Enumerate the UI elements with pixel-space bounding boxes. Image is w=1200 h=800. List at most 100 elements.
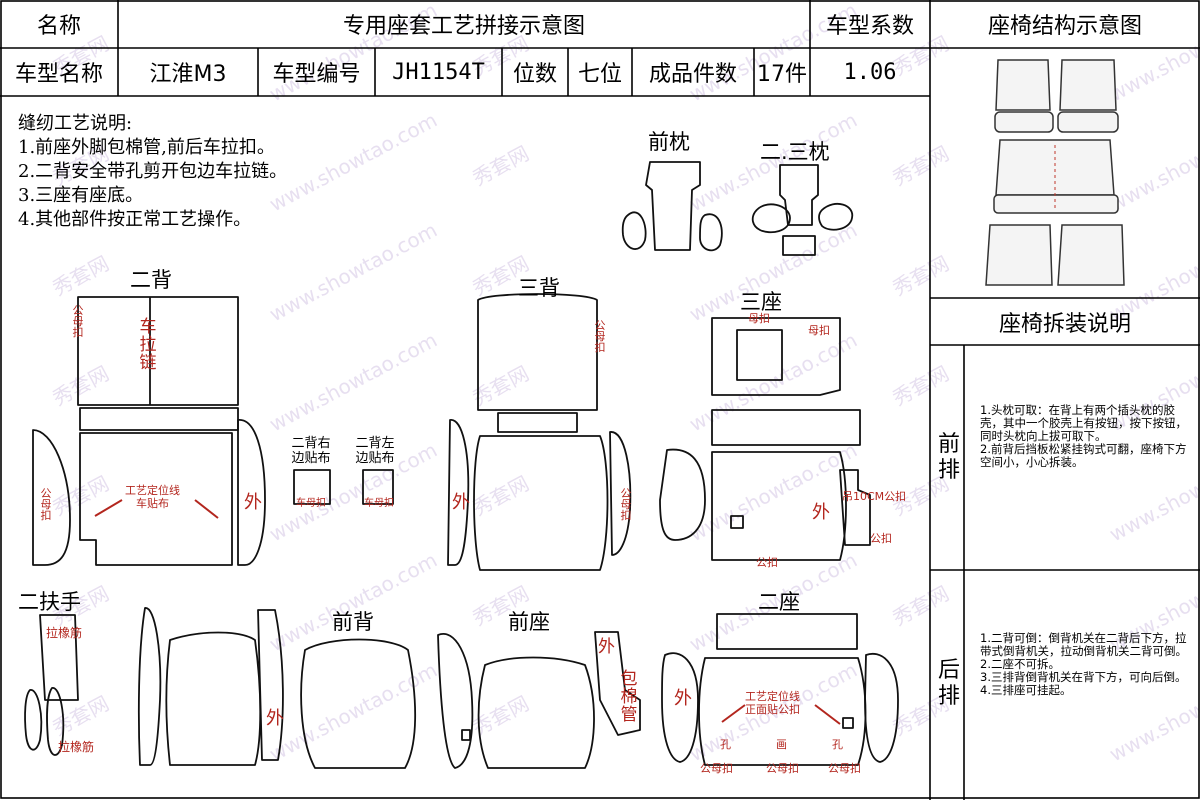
back3-main [473, 435, 609, 571]
back3-side-left [447, 419, 470, 566]
hole-mark: 孔 [832, 738, 843, 751]
right-patch-label: 二背右边贴布 [291, 436, 331, 466]
sewing-notes: 缝纫工艺说明: 1.前座外脚包棉管,前后车拉扣。 2.二背安全带孔剪开包边车拉链… [18, 112, 287, 232]
seats-label: 位数 [512, 62, 557, 87]
name-label: 名称 [36, 14, 81, 39]
patch-snap-mark: 车母扣 [364, 498, 394, 509]
front-back-side-left [137, 607, 162, 766]
snap-mark: 公母扣 [594, 319, 606, 354]
rear-row-label: 后排 [937, 658, 960, 709]
model-name-label: 车型名称 [14, 62, 103, 87]
notes-item: 1.前座外脚包棉管,前后车拉扣。 [18, 137, 275, 158]
back2-main [79, 432, 233, 566]
front-pillow-label: 前枕 [648, 130, 690, 154]
pieces-value: 17件 [757, 62, 807, 87]
back3-side-right [609, 431, 632, 556]
front-back-inner [165, 631, 262, 766]
seat2-side-right [864, 653, 899, 763]
female-snap-mark: 母扣 [748, 312, 770, 325]
male-snap-mark: 公扣 [870, 532, 892, 545]
seat3-side-left [659, 448, 706, 541]
pieces-label: 成品件数 [648, 62, 737, 87]
front-seat-label: 前座 [508, 610, 550, 634]
outer-mark: 外 [266, 708, 284, 729]
front-row-label: 前排 [937, 432, 960, 483]
process-line-note: 工艺定位线车贴布 [125, 484, 180, 510]
elastic-mark: 拉橡筋 [58, 740, 95, 754]
back3-label: 三背 [518, 276, 560, 300]
front-row-instructions: 1.头枕可取：在背上有两个插头枕的胶壳，其中一个胶壳上有按钮，按下按钮，同时头枕… [980, 403, 1187, 469]
seat3-label: 三座 [740, 290, 782, 314]
struct-title: 座椅结构示意图 [987, 14, 1142, 39]
male-female-mark: 公母扣 [828, 762, 861, 775]
seat2-top [716, 613, 858, 650]
front-pillow-side-left [621, 211, 647, 250]
notes-item: 2.二背安全带孔剪开包边车拉链。 [18, 161, 288, 182]
snap-mark: 公母扣 [72, 304, 84, 339]
disassembly-title: 座椅拆装说明 [998, 311, 1131, 337]
hang-snap-mark: 吊10CM公扣 [842, 490, 907, 503]
notes-item: 3.三座有座底。 [18, 185, 144, 206]
hole-mark: 孔 [720, 738, 731, 751]
notes-title: 缝纫工艺说明: [18, 113, 133, 134]
coef-label: 车型系数 [825, 14, 914, 39]
seats-value: 七位 [577, 62, 622, 87]
female-snap-mark: 母扣 [808, 324, 830, 337]
male-female-mark: 公母扣 [700, 762, 733, 775]
elastic-mark: 拉橡筋 [46, 626, 83, 640]
back2-label: 二背 [130, 268, 172, 292]
pillow23-piece [779, 164, 819, 226]
seat3-band [711, 409, 861, 446]
back2-top [77, 296, 239, 406]
front-back-label: 前背 [332, 610, 374, 634]
front-process-note: 工艺定位线正面贴公扣 [745, 690, 800, 716]
pillow23-side-left [751, 203, 791, 234]
page-title: 专用座套工艺拼接示意图 [342, 14, 585, 39]
seat3-flap [839, 469, 871, 546]
front-back-main [300, 638, 417, 769]
left-patch-label: 二背左边贴布 [355, 436, 395, 466]
cotton-tube-mark: 包棉管 [620, 669, 638, 725]
back3-strip [497, 412, 578, 433]
seat2-label: 二座 [758, 590, 800, 614]
outer-mark: 外 [244, 492, 262, 513]
front-back-strip [257, 609, 284, 761]
front-pillow-side-right [699, 213, 723, 252]
front-seat-side-left [437, 633, 474, 769]
seat3-main [711, 451, 847, 561]
back2-side-right [237, 419, 266, 566]
notes-item: 4.其他部件按正常工艺操作。 [18, 209, 252, 230]
outer-mark: 外 [674, 688, 692, 709]
front-pillow-piece [645, 161, 701, 251]
front-seat-main [477, 656, 595, 769]
seat3-top [711, 317, 841, 396]
snap-mark: 公母扣 [620, 487, 632, 522]
cut-mark: 画 [776, 738, 787, 751]
patch-snap-mark: 车母扣 [296, 498, 326, 509]
outer-mark: 外 [452, 492, 470, 513]
armrest2-label: 二扶手 [18, 590, 81, 614]
armrest2-piece [39, 614, 79, 701]
back2-left-patch [362, 469, 394, 505]
male-female-mark: 公母扣 [766, 762, 799, 775]
zipper-mark: 车拉链 [139, 317, 157, 373]
model-code-label: 车型编号 [272, 62, 361, 87]
rear-row-instructions: 1.二背可倒：倒背机关在二背后下方，拉带式倒背机关，拉动倒背机关二背可倒。 2.… [980, 631, 1187, 697]
male-snap-mark: 公扣 [756, 556, 778, 569]
coef-value: 1.06 [843, 59, 897, 85]
pillow23-label: 二.三枕 [760, 140, 830, 164]
pillow23-bottom [782, 235, 816, 256]
armrest2-small-right [46, 687, 65, 756]
model-code: JH1154T [392, 59, 485, 85]
model-name: 江淮M3 [149, 62, 227, 87]
back2-right-patch [293, 469, 331, 505]
back2-side-left [32, 429, 71, 566]
front-seat-flap [594, 631, 641, 736]
seat2-main [698, 657, 867, 766]
back3-top [477, 293, 598, 411]
snap-mark: 公母扣 [40, 487, 52, 522]
outer-mark: 外 [812, 502, 830, 523]
